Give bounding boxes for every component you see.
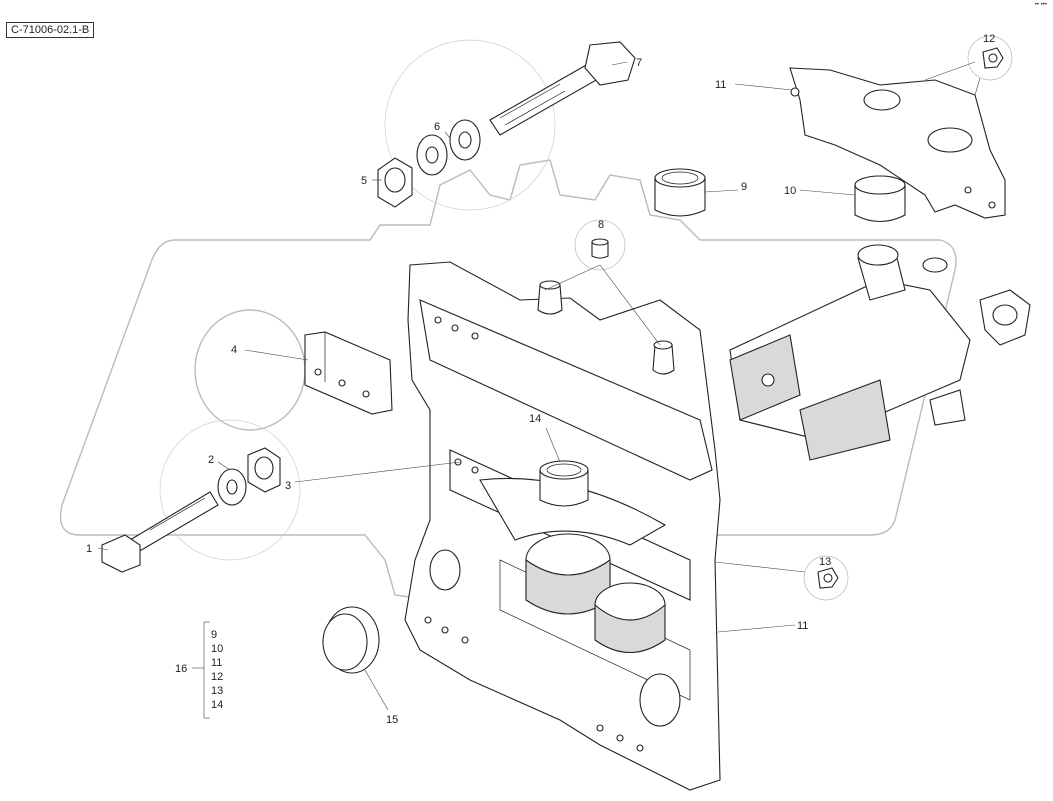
callout-14: 14 — [529, 413, 541, 425]
main-housing-part-11 — [404, 261, 721, 791]
grease-fitting-part-12 — [967, 35, 1013, 81]
bolt-part-7 — [489, 41, 636, 136]
cylinder-assembly — [729, 244, 1031, 461]
bracket-part-11-upper — [789, 67, 1006, 219]
cap-part-15 — [322, 606, 380, 674]
washer-part-6 — [416, 119, 481, 176]
group-16-item-list: 9 10 11 12 13 14 — [211, 629, 223, 711]
group-item: 14 — [211, 699, 223, 711]
callout-4: 4 — [231, 344, 237, 356]
bushing-part-14 — [539, 460, 589, 507]
callout-7: 7 — [636, 57, 642, 69]
leader-lines — [97, 61, 981, 719]
callout-1: 1 — [86, 543, 92, 555]
detail-circle-lower — [159, 419, 301, 561]
callout-10: 10 — [784, 185, 796, 197]
callout-labels: 1 2 3 4 5 6 7 8 9 10 11 11 12 13 14 15 1… — [86, 33, 995, 726]
callout-15: 15 — [386, 714, 398, 726]
callout-6: 6 — [434, 121, 440, 133]
nut-part-5 — [377, 157, 413, 208]
callout-11-lower: 11 — [797, 620, 808, 632]
group-item: 11 — [211, 657, 222, 669]
grease-fitting-part-13 — [803, 555, 849, 601]
group-item: 13 — [211, 685, 223, 697]
reference-code: C-71006-02.1-B — [6, 22, 95, 38]
bushing-part-9 — [654, 168, 706, 217]
callout-5: 5 — [361, 175, 367, 187]
plate-part-4 — [304, 331, 393, 415]
callout-12: 12 — [983, 33, 995, 45]
callout-13: 13 — [819, 556, 831, 568]
callout-9: 9 — [741, 181, 747, 193]
bolt-part-1 — [101, 491, 219, 573]
nut-part-3 — [247, 447, 281, 493]
callout-3: 3 — [285, 480, 291, 492]
bushing-part-10 — [854, 175, 906, 223]
callout-11-upper: 11 — [715, 79, 726, 91]
callout-8: 8 — [598, 219, 604, 231]
group-item: 10 — [211, 643, 223, 655]
washer-part-2 — [217, 468, 247, 506]
callout-2: 2 — [208, 454, 214, 466]
corner-mark: •• ••• — [1034, 2, 1047, 8]
group-item: 12 — [211, 671, 223, 683]
group-item: 9 — [211, 629, 217, 641]
detail-circle-upper — [384, 39, 556, 211]
plug-part-8 — [574, 219, 626, 271]
callout-16: 16 — [175, 663, 187, 675]
